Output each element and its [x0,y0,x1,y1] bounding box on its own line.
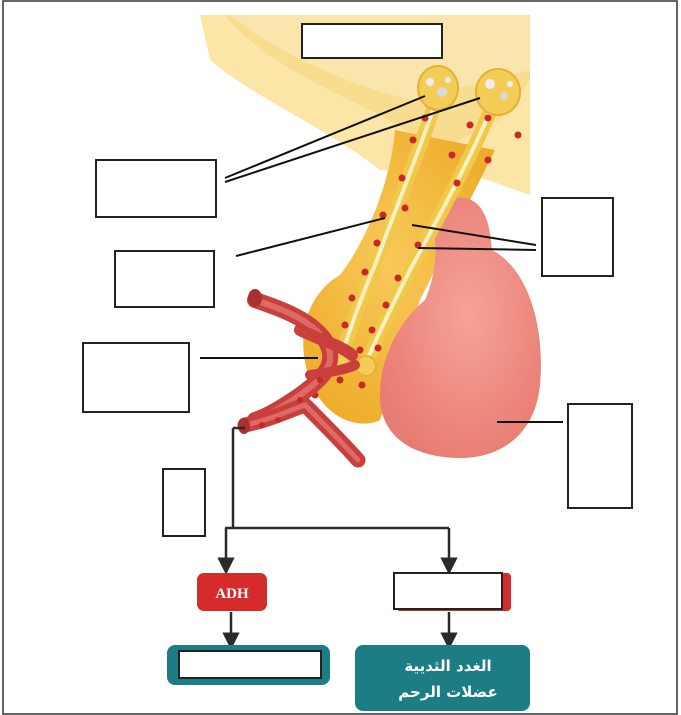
cell-body-1 [418,66,458,110]
adh-label: ADH [215,586,249,602]
second-hormone-box [394,573,511,611]
axon-label-box[interactable] [115,251,214,307]
second-hormone-blank[interactable] [394,573,502,609]
capillary-label-box[interactable] [163,469,205,536]
target-line-2: عضلات الرحم [398,683,497,701]
axon-terminals-label-box[interactable] [83,343,189,412]
anterior-pituitary-label-box[interactable] [568,404,632,508]
oxytocin-target-box: الغدد الثديية عضلات الرحم [355,645,530,711]
adh-target-blank[interactable] [179,651,321,678]
cell-body-2 [476,69,520,115]
adh-target-box [167,645,330,685]
adh-hormone-box: ADH [197,573,267,611]
hypothalamus-label-box[interactable] [302,24,442,58]
cell-bodies-label-box[interactable] [96,160,216,217]
target-line-1: الغدد الثديية [404,657,491,675]
neurons-label-box[interactable] [542,198,613,276]
